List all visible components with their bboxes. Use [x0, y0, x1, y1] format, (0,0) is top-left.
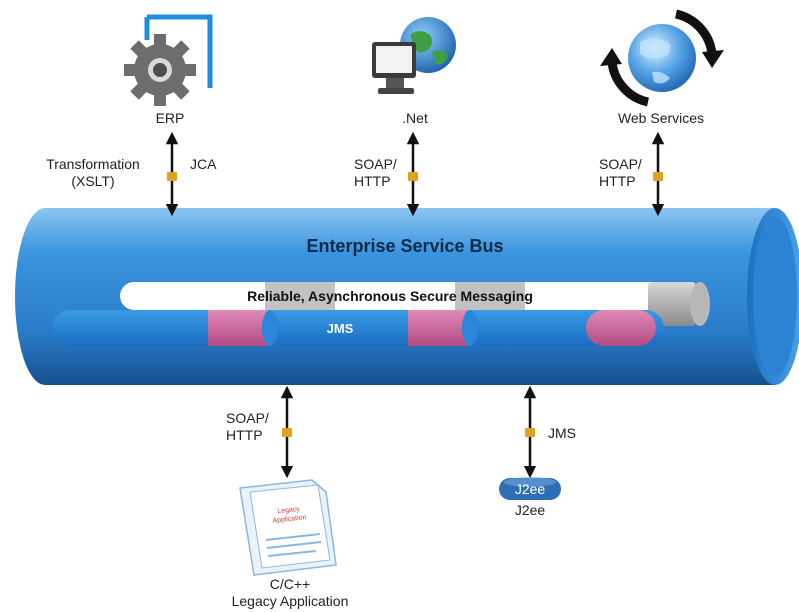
net-arrow	[406, 131, 420, 217]
jms-tube	[52, 310, 664, 346]
web-services-soap-http-label: SOAP/ HTTP	[599, 156, 642, 190]
soap-text: SOAP/	[226, 410, 269, 426]
web-services-label: Web Services	[617, 110, 705, 126]
net-soap-http-label: SOAP/ HTTP	[354, 156, 397, 190]
j2ee-arrow	[523, 385, 537, 479]
j2ee-badge	[499, 477, 561, 500]
erp-arrow	[165, 131, 179, 217]
jca-label: JCA	[190, 156, 217, 172]
messaging-tube	[120, 282, 710, 326]
legacy-soap-http-label: SOAP/ HTTP	[226, 410, 269, 444]
j2ee-label: J2ee	[514, 502, 546, 518]
web-services-globe-icon	[600, 9, 724, 107]
cpp-text: C/C++	[269, 576, 311, 592]
erp-transformation-label: Transformation (XSLT)	[34, 156, 152, 190]
legacy-application-text: Legacy Application	[231, 593, 349, 609]
legacy-arrow	[280, 385, 294, 479]
web-services-arrow	[651, 131, 665, 217]
http-text: HTTP	[599, 173, 636, 189]
erp-label: ERP	[155, 110, 185, 126]
net-label: .Net	[402, 110, 428, 126]
legacy-label: C/C++ Legacy Application	[205, 576, 375, 610]
http-text: HTTP	[354, 173, 391, 189]
messaging-label: Reliable, Asynchronous Secure Messaging	[247, 288, 533, 304]
soap-text: SOAP/	[599, 156, 642, 172]
j2ee-jms-label: JMS	[548, 425, 576, 441]
http-text: HTTP	[226, 427, 263, 443]
xslt-text: (XSLT)	[71, 173, 115, 189]
erp-gear-icon	[124, 14, 213, 106]
bus-title: Enterprise Service Bus	[306, 236, 504, 256]
j2ee-badge-label: J2ee	[514, 481, 546, 497]
jms-bus-label: JMS	[326, 321, 354, 336]
transformation-text: Transformation	[46, 156, 140, 172]
soap-text: SOAP/	[354, 156, 397, 172]
legacy-document-icon	[239, 479, 337, 576]
net-computer-globe-icon	[372, 17, 456, 94]
